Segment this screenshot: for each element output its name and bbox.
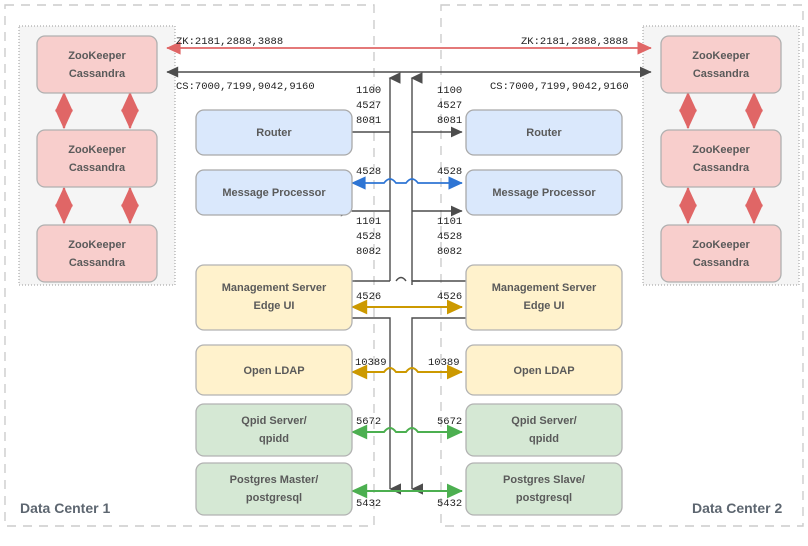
link-qpid-crossdc: [351, 424, 463, 440]
port-label-qpid-right: 5672: [437, 416, 462, 428]
node-zk2a[interactable]: ZooKeeper Cassandra: [660, 35, 782, 94]
port-label-mp-bottom-right-1: 4528: [437, 231, 462, 243]
port-label-router-right-2: 8081: [437, 115, 462, 127]
node-qpid1[interactable]: Qpid Server/ qpidd: [195, 403, 353, 457]
port-label-router-left-1: 4527: [356, 100, 381, 112]
node-zk1a[interactable]: ZooKeeper Cassandra: [36, 35, 158, 94]
node-label: Message Processor: [492, 187, 596, 199]
node-label: Cassandra: [69, 68, 126, 80]
node-label: ZooKeeper: [692, 144, 750, 156]
node-zk1b[interactable]: ZooKeeper Cassandra: [36, 129, 158, 188]
port-label-qpid-left: 5672: [356, 416, 381, 428]
trunk-hop-center: [395, 276, 407, 282]
port-label-ldap-left: 10389: [355, 357, 387, 369]
node-zk2b[interactable]: ZooKeeper Cassandra: [660, 129, 782, 188]
node-label: Management Server: [492, 282, 597, 294]
node-router1[interactable]: Router: [195, 109, 353, 156]
node-router2[interactable]: Router: [465, 109, 623, 156]
node-label: ZooKeeper: [68, 144, 126, 156]
datacenter-1-boundary: [4, 4, 375, 527]
trunk-ms2-to-postgres: [411, 317, 466, 495]
link-ldap-crossdc: [351, 364, 463, 380]
port-label-router-left-0: 1100: [356, 85, 381, 97]
port-label-router-right-1: 4527: [437, 100, 462, 112]
zk-replication-arrows-dc2: [679, 91, 763, 225]
port-label-mgmt-left: 4526: [356, 291, 381, 303]
port-label-mp-bottom-right-0: 1101: [437, 216, 462, 228]
node-label: Message Processor: [222, 187, 326, 199]
node-label: Cassandra: [693, 257, 750, 269]
node-label: qpidd: [529, 433, 559, 445]
node-label: postgresql: [516, 492, 572, 504]
node-openldap1[interactable]: Open LDAP: [195, 344, 353, 396]
port-label-mp-bottom-right-2: 8082: [437, 246, 462, 258]
port-label-zk-right: ZK:2181,2888,3888: [521, 36, 628, 48]
node-postgres1[interactable]: Postgres Master/ postgresql: [195, 462, 353, 516]
node-label: ZooKeeper: [692, 239, 750, 251]
port-label-ldap-right: 10389: [428, 357, 460, 369]
node-label: Router: [526, 127, 562, 139]
node-label: Router: [256, 127, 292, 139]
node-mgmtserver1[interactable]: Management Server Edge UI: [195, 264, 353, 331]
node-zk1c[interactable]: ZooKeeper Cassandra: [36, 224, 158, 283]
port-label-postgres-left: 5432: [356, 498, 381, 510]
node-label: Cassandra: [693, 68, 750, 80]
node-label: Edge UI: [524, 300, 565, 312]
node-messageprocessor2[interactable]: Message Processor: [465, 169, 623, 216]
port-label-mp-bottom-left-1: 4528: [356, 231, 381, 243]
node-messageprocessor1[interactable]: Message Processor: [195, 169, 353, 216]
port-label-mp-top-right: 4528: [437, 166, 462, 178]
port-label-cs-right: CS:7000,7199,9042,9160: [490, 81, 629, 93]
node-label: Open LDAP: [243, 365, 304, 377]
node-label: postgresql: [246, 492, 302, 504]
zk-replication-arrows-dc1: [55, 91, 139, 225]
node-zk2c[interactable]: ZooKeeper Cassandra: [660, 224, 782, 283]
datacenter-2-boundary: [440, 4, 804, 527]
datacenter-2-label: Data Center 2: [692, 500, 782, 516]
node-mgmtserver2[interactable]: Management Server Edge UI: [465, 264, 623, 331]
trunk-right-leg-ms2: [411, 280, 466, 285]
node-label: Cassandra: [69, 162, 126, 174]
node-qpid2[interactable]: Qpid Server/ qpidd: [465, 403, 623, 457]
port-label-router-left-2: 8081: [356, 115, 381, 127]
port-label-zk-left: ZK:2181,2888,3888: [176, 36, 283, 48]
datacenter-1-label: Data Center 1: [20, 500, 110, 516]
node-label: Qpid Server/: [241, 415, 306, 427]
node-openldap2[interactable]: Open LDAP: [465, 344, 623, 396]
node-label: qpidd: [259, 433, 289, 445]
link-messageprocessor-crossdc: [351, 176, 463, 190]
node-label: Open LDAP: [513, 365, 574, 377]
port-label-mp-bottom-left-0: 1101: [356, 216, 381, 228]
node-label: ZooKeeper: [68, 50, 126, 62]
port-label-mp-top-left: 4528: [356, 166, 381, 178]
node-label: ZooKeeper: [692, 50, 750, 62]
node-label: Qpid Server/: [511, 415, 576, 427]
node-label: Cassandra: [69, 257, 126, 269]
node-label: Management Server: [222, 282, 327, 294]
node-label: Edge UI: [254, 300, 295, 312]
trunk-ms1-to-postgres: [348, 317, 402, 495]
node-label: ZooKeeper: [68, 239, 126, 251]
port-label-mgmt-right: 4526: [437, 291, 462, 303]
port-label-postgres-right: 5432: [437, 498, 462, 510]
node-label: Postgres Master/: [230, 474, 319, 486]
port-label-cs-left: CS:7000,7199,9042,9160: [176, 81, 315, 93]
port-label-router-right-0: 1100: [437, 85, 462, 97]
node-label: Postgres Slave/: [503, 474, 585, 486]
node-label: Cassandra: [693, 162, 750, 174]
port-label-mp-bottom-left-2: 8082: [356, 246, 381, 258]
node-postgres2[interactable]: Postgres Slave/ postgresql: [465, 462, 623, 516]
